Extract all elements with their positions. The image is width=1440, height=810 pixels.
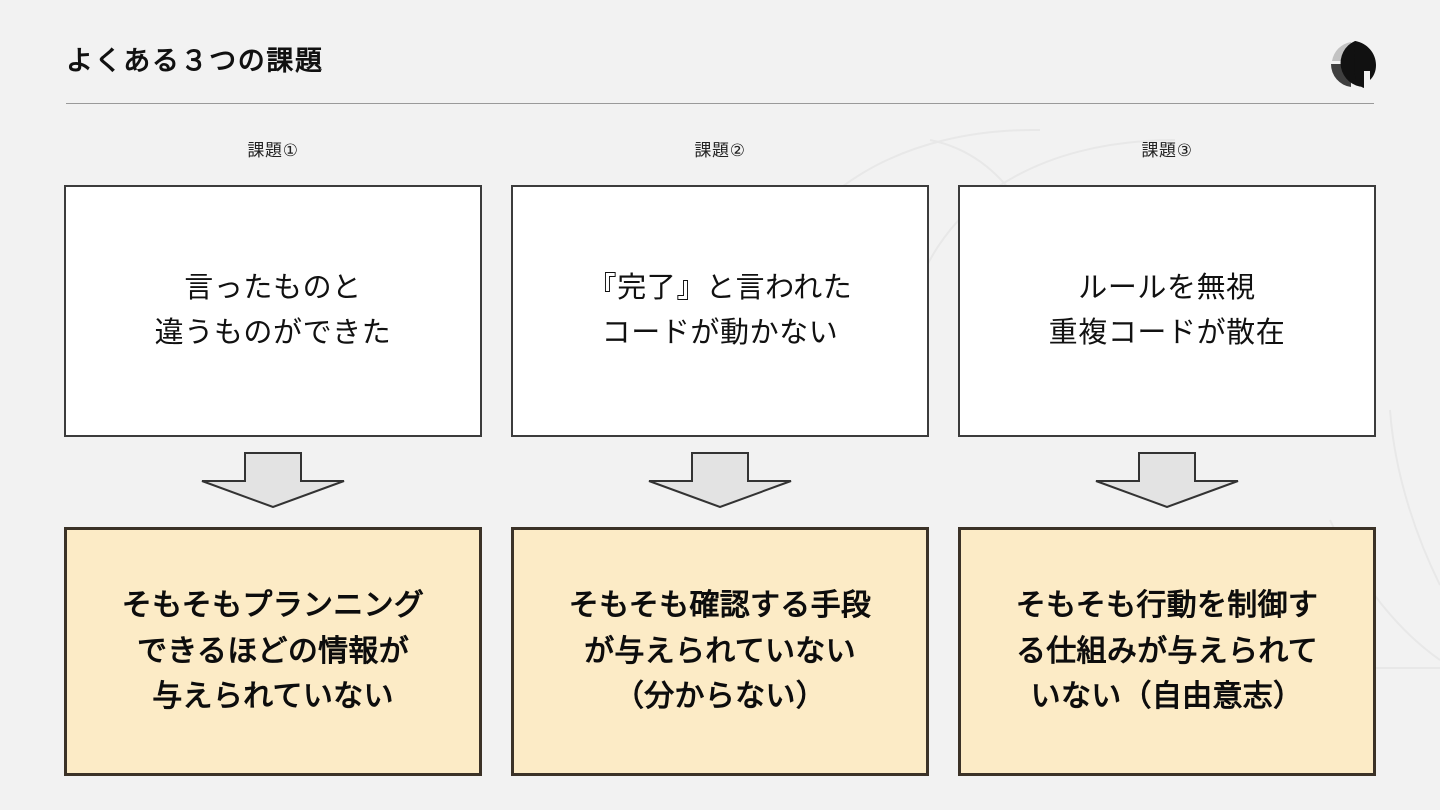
column-label-3: 課題③ [1141, 141, 1193, 160]
problem-column-1: 課題① 言ったものと 違うものができた そもそもプランニング できるほどの情報が… [64, 0, 482, 810]
problem-text-3: ルールを無視 重複コードが散在 [1048, 272, 1286, 349]
header-divider [66, 103, 1374, 104]
cause-text-3: そもそも行動を制御す る仕組みが与えられて いない（自由意志） [1015, 589, 1319, 714]
column-label-2: 課題② [694, 141, 746, 160]
problem-column-2: 課題② 『完了』と言われた コードが動かない そもそも確認する手段 が与えられて… [511, 0, 929, 810]
slide-header: よくある３つの課題 [0, 0, 1440, 110]
cause-box-1[interactable]: そもそもプランニング できるほどの情報が 与えられていない [64, 527, 482, 776]
cause-box-3[interactable]: そもそも行動を制御す る仕組みが与えられて いない（自由意志） [958, 527, 1376, 776]
arrow-wrap-1 [64, 452, 482, 508]
problem-text-2: 『完了』と言われた コードが動かない [587, 272, 853, 349]
down-arrow-icon [648, 452, 792, 508]
decor-arc-4 [1389, 409, 1440, 586]
problem-text-1: 言ったものと 違うものができた [154, 272, 392, 349]
cause-text-2: そもそも確認する手段 が与えられていない （分からない） [568, 589, 872, 714]
column-label-1: 課題① [247, 141, 299, 160]
cause-box-2[interactable]: そもそも確認する手段 が与えられていない （分からない） [511, 527, 929, 776]
problem-box-3[interactable]: ルールを無視 重複コードが散在 [958, 185, 1376, 437]
down-arrow-icon [201, 452, 345, 508]
problem-box-1[interactable]: 言ったものと 違うものができた [64, 185, 482, 437]
brand-logo-icon [1330, 41, 1376, 88]
problem-box-2[interactable]: 『完了』と言われた コードが動かない [511, 185, 929, 437]
down-arrow-icon [1095, 452, 1239, 508]
problem-column-3: 課題③ ルールを無視 重複コードが散在 そもそも行動を制御す る仕組みが与えられ… [958, 0, 1376, 810]
cause-text-1: そもそもプランニング できるほどの情報が 与えられていない [121, 589, 425, 714]
arrow-wrap-3 [958, 452, 1376, 508]
page-title: よくある３つの課題 [66, 46, 324, 76]
arrow-wrap-2 [511, 452, 929, 508]
